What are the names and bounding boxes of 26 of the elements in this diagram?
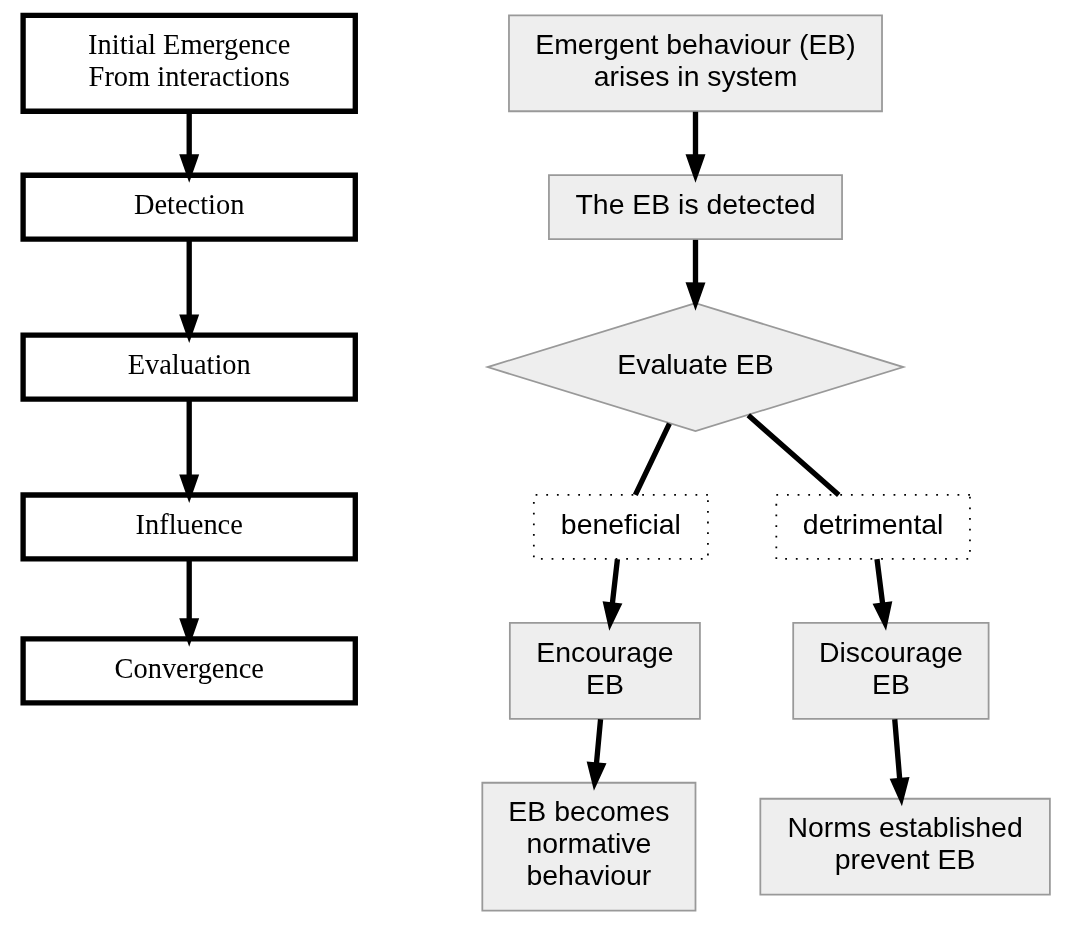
arrow [179,111,200,183]
node-box: Discourage EB [792,622,990,720]
node-box: The EB is detected [548,174,843,241]
arrow [179,239,200,344]
arrow [602,558,623,631]
node-box: Initial Emergence From interactions [20,12,358,114]
arrow [889,719,910,807]
node-box: EB becomes normative behaviour [481,781,697,912]
connector [746,413,841,497]
node-box: Influence [20,492,358,562]
node-box: detrimental [775,494,971,560]
node-box: beneficial [532,494,709,560]
arrow [586,719,607,791]
node-box: Detection [20,172,358,242]
node-diamond: Evaluate EB [484,302,907,432]
arrow [685,111,706,183]
node-box: Encourage EB [508,622,701,720]
arrow [179,399,200,503]
node-box: Emergent behaviour (EB) arises in system [508,14,883,113]
arrow [685,239,706,311]
node-box: Convergence [20,636,358,706]
node-box: Norms established prevent EB [759,797,1051,896]
connector [632,422,672,497]
arrow [872,558,893,631]
arrow [179,559,200,647]
node-box: Evaluation [20,332,358,402]
